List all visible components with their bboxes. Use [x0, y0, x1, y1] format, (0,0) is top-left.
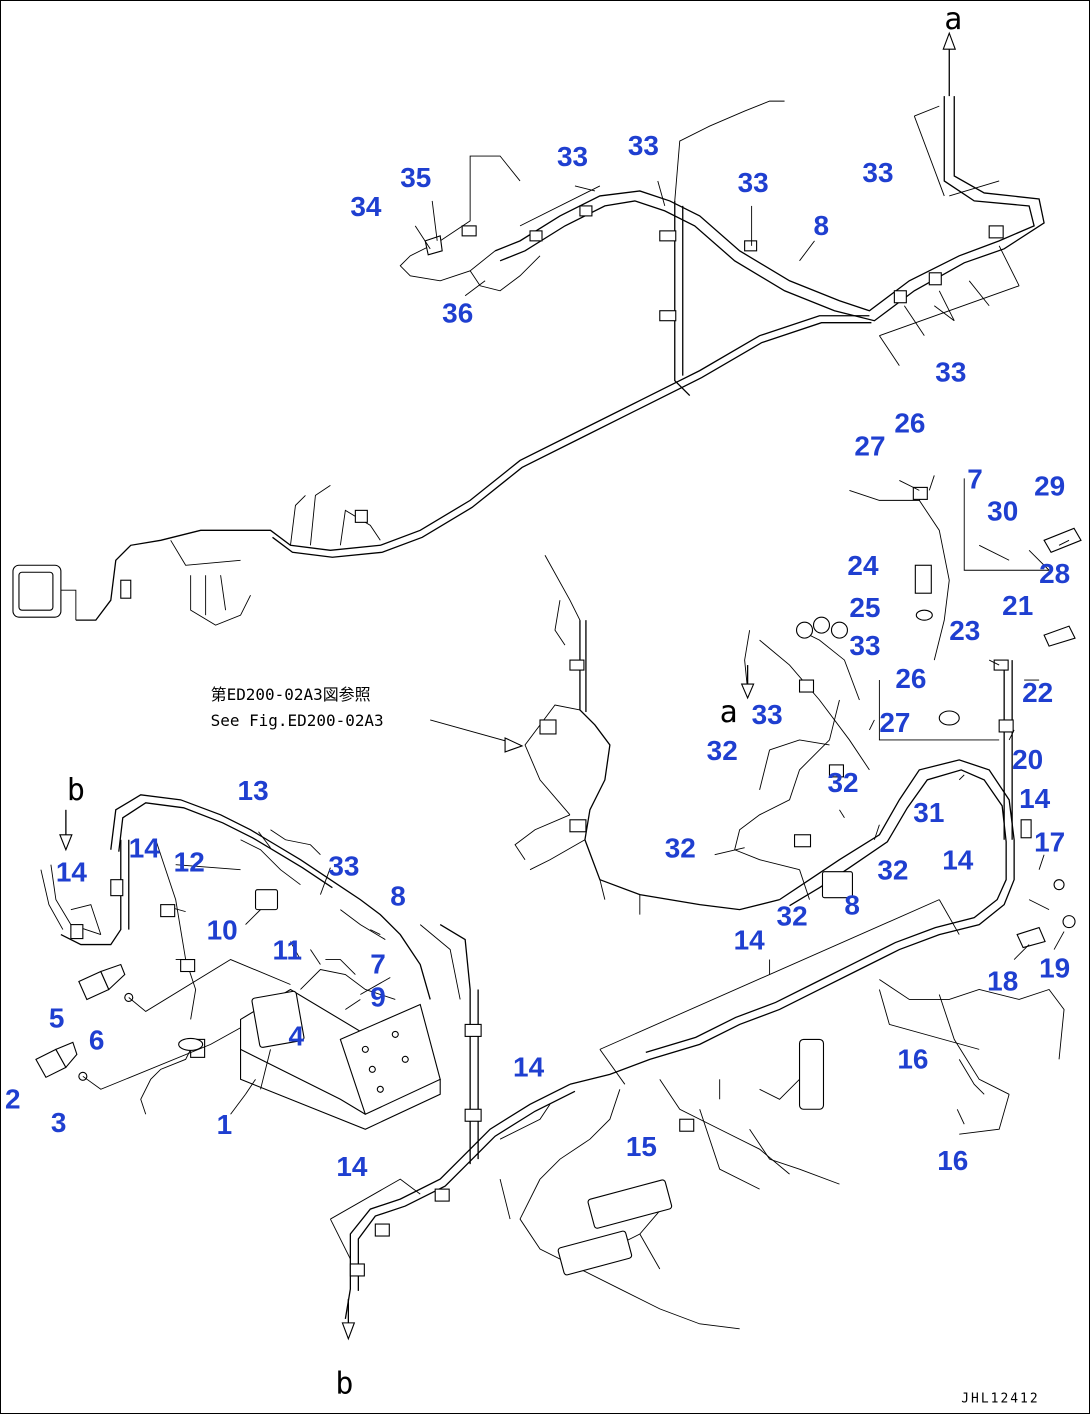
callout-33: 33 [738, 167, 769, 198]
callout-14: 14 [513, 1051, 545, 1082]
callout-27: 27 [879, 707, 910, 738]
upper-callout-frames [414, 105, 1020, 366]
callout-33: 33 [849, 630, 880, 661]
callout-33: 33 [752, 699, 783, 730]
callout-14: 14 [734, 925, 766, 956]
callout-14: 14 [56, 857, 88, 888]
callout-35: 35 [400, 162, 431, 193]
callout-23: 23 [949, 615, 980, 646]
callout-8: 8 [390, 881, 406, 912]
callout-26: 26 [894, 408, 925, 439]
callout-30: 30 [987, 495, 1018, 526]
callout-7: 7 [967, 463, 983, 494]
callout-8: 8 [814, 210, 830, 241]
callout-11: 11 [273, 935, 303, 966]
callout-32: 32 [707, 735, 738, 766]
callout-25: 25 [849, 592, 880, 623]
callout-17: 17 [1034, 827, 1065, 858]
callout-32: 32 [877, 855, 908, 886]
callout-5: 5 [49, 1002, 65, 1033]
callout-6: 6 [89, 1024, 105, 1055]
callout-33: 33 [935, 357, 966, 388]
callout-33: 33 [862, 157, 893, 188]
upper-harness [12, 96, 1045, 626]
callout-8: 8 [844, 890, 860, 921]
callout-13: 13 [238, 775, 269, 806]
callout-32: 32 [665, 833, 696, 864]
callout-33: 33 [557, 141, 588, 172]
callout-9: 9 [370, 981, 386, 1012]
callout-22: 22 [1022, 677, 1053, 708]
callout-32: 32 [777, 901, 808, 932]
callout-19: 19 [1039, 953, 1070, 984]
drawing-number: JHL12412 [961, 1392, 1039, 1407]
callout-29: 29 [1034, 470, 1065, 501]
callout-numbers: 34 35 36 33 33 33 8 33 33 27 26 7 29 30 … [5, 130, 1070, 1182]
lower-harness [341, 924, 840, 1341]
callout-3: 3 [51, 1107, 67, 1138]
callout-33: 33 [628, 130, 659, 161]
callout-7: 7 [370, 949, 386, 980]
callout-14: 14 [942, 845, 974, 876]
callout-1: 1 [217, 1109, 233, 1140]
callout-15: 15 [626, 1131, 657, 1162]
callout-12: 12 [174, 847, 205, 878]
callout-24: 24 [847, 550, 879, 581]
connector-letter-a-top: a [944, 2, 962, 37]
callout-31: 31 [913, 797, 944, 828]
callout-27: 27 [854, 430, 885, 461]
connector-letter-a-mid: a [720, 695, 738, 730]
callout-16: 16 [897, 1043, 928, 1074]
connector-letter-b-left: b [67, 773, 85, 808]
right-harness [569, 486, 1082, 1095]
callout-20: 20 [1012, 744, 1043, 775]
connector-letter-b-bottom: b [335, 1367, 353, 1402]
callout-16: 16 [937, 1145, 968, 1176]
callout-26: 26 [895, 663, 926, 694]
left-harness [35, 794, 551, 1260]
callout-36: 36 [442, 298, 473, 329]
callout-18: 18 [987, 965, 1018, 996]
reference-note-japanese: 第ED200-02A3図参照 [211, 685, 371, 704]
right-callout-frames [599, 475, 1070, 1135]
callout-33: 33 [328, 851, 359, 882]
callout-28: 28 [1039, 558, 1070, 589]
top-arrow-a [942, 31, 957, 97]
callout-32: 32 [827, 767, 858, 798]
callout-4: 4 [288, 1020, 304, 1051]
callout-21: 21 [1002, 590, 1033, 621]
callout-14: 14 [1019, 783, 1051, 814]
callout-2: 2 [5, 1083, 21, 1114]
callout-14: 14 [336, 1151, 368, 1182]
callout-34: 34 [350, 191, 382, 222]
callout-14: 14 [129, 833, 161, 864]
reference-note-english: See Fig.ED200-02A3 [211, 711, 384, 730]
middle-harness [430, 555, 780, 915]
callout-10: 10 [207, 915, 238, 946]
